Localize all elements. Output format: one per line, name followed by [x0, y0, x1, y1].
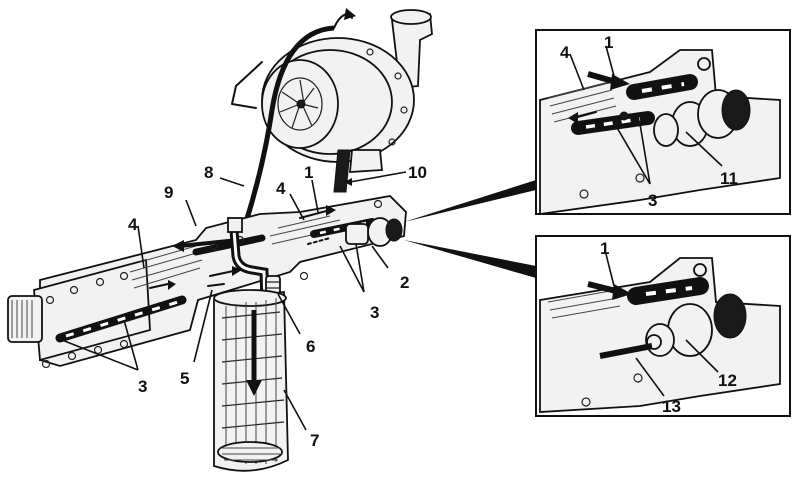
callout-8: 8	[204, 163, 213, 182]
callout-3-left: 3	[138, 377, 147, 396]
inset-detail-top: 1 3 4 11	[535, 29, 791, 216]
impeller	[279, 79, 319, 129]
housing-bolts	[366, 48, 408, 146]
oil-filter-assembly	[172, 217, 289, 472]
callout-2: 2	[400, 273, 409, 292]
callout-5: 5	[180, 369, 189, 388]
inset-bottom-callout-1: 1	[600, 239, 609, 258]
leader-lines-main	[61, 171, 407, 431]
inset-bottom-callout-13: 13	[662, 397, 681, 416]
callout-6: 6	[306, 337, 315, 356]
inset-top-callout-1: 1	[604, 33, 613, 52]
callout-1: 1	[304, 163, 313, 182]
gallery-hatching	[129, 215, 343, 289]
turbo-oil-feed-line	[243, 8, 356, 223]
inset-detail-bottom: 1 12 13	[535, 235, 791, 417]
inset-connectors	[404, 180, 536, 278]
callout-4-left: 4	[128, 215, 138, 234]
inset-top-callout-4: 4	[560, 43, 570, 62]
callout-10: 10	[408, 163, 427, 182]
main-oil-gallery	[7, 195, 407, 369]
callout-9: 9	[164, 183, 173, 202]
flow-arrows-main	[149, 205, 336, 290]
callout-labels-main: 1 2 3 3 4 4 5 6 7 8 9 10	[128, 163, 427, 450]
callout-3-right: 3	[370, 303, 379, 322]
inset-bottom-callout-12: 12	[718, 371, 737, 390]
inset-top-callout-11: 11	[720, 169, 738, 188]
callout-7: 7	[310, 431, 319, 450]
block-bolts	[41, 199, 383, 369]
turbocharger	[231, 9, 433, 193]
inset-top-callout-3: 3	[648, 191, 657, 210]
callout-4-center: 4	[276, 179, 286, 198]
